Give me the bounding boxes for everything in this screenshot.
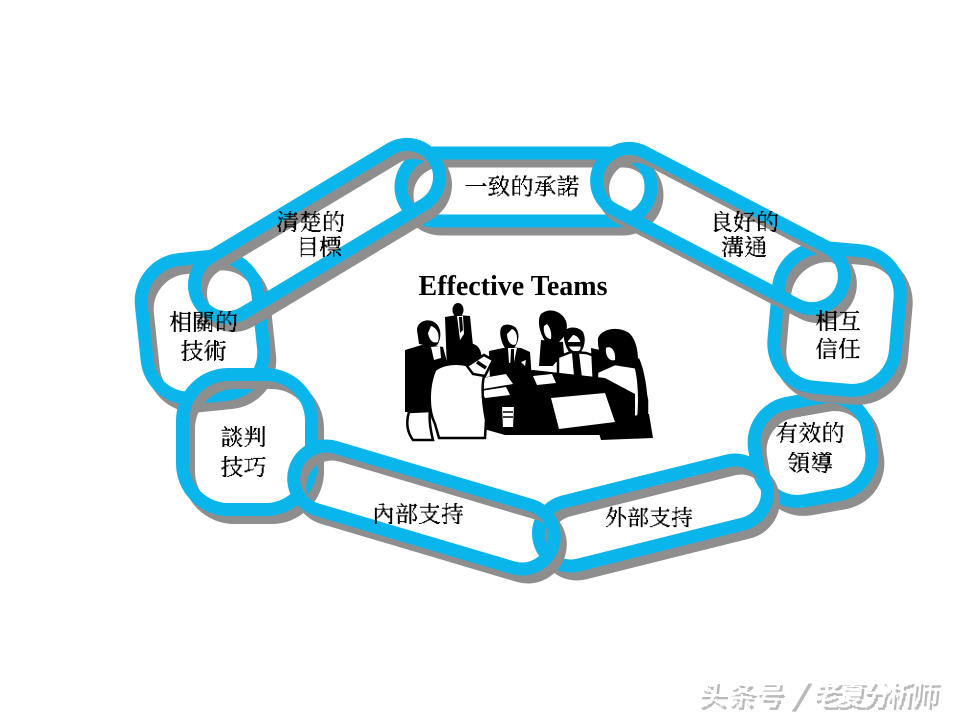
svg-text:Effective Teams: Effective Teams (419, 271, 608, 302)
